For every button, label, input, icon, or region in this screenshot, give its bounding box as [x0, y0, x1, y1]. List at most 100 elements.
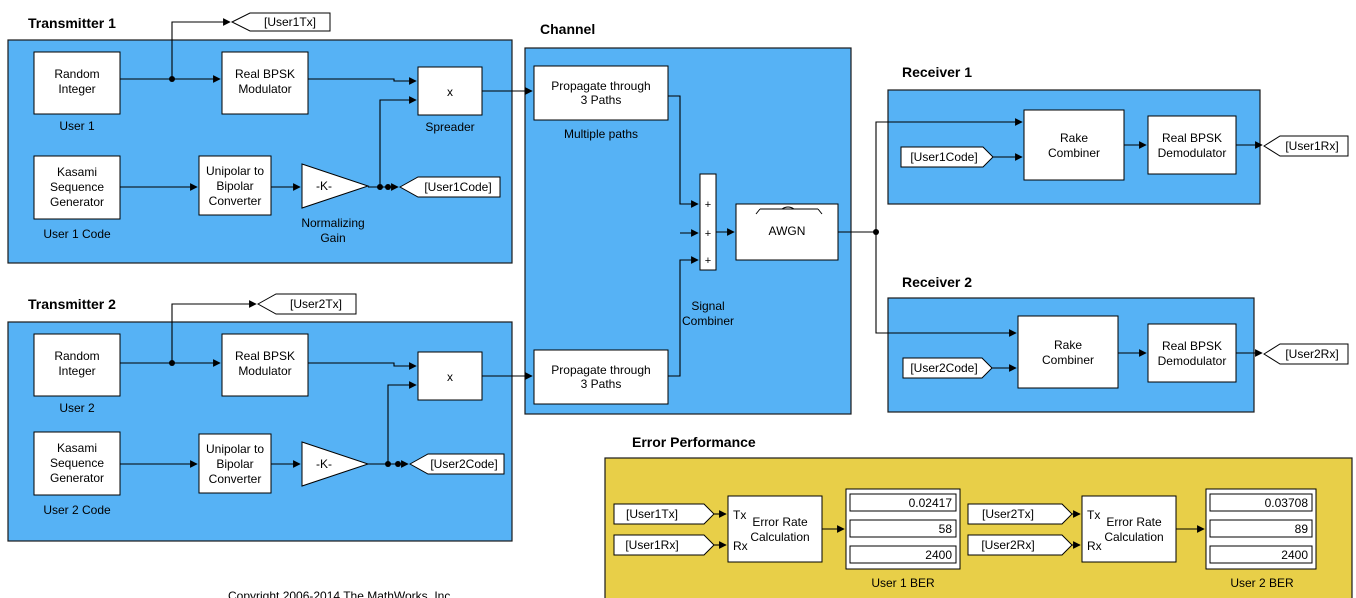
tx2-kasami-block[interactable]: Kasami Sequence Generator [33, 431, 121, 496]
tx1-modulator-block[interactable]: Real BPSK Modulator [221, 51, 309, 115]
tx2-kasami-line3: Generator [50, 471, 104, 485]
channel-wires [668, 95, 1023, 377]
rx1-demod-line2: Demodulator [1158, 146, 1227, 160]
rx2-rake-line2: Combiner [1042, 353, 1094, 367]
combiner-label-line1: Signal [691, 299, 724, 313]
channel-title: Channel [540, 21, 595, 37]
tx2-gain-value: -K- [316, 457, 332, 471]
tx2-random-integer-block[interactable]: Random Integer [33, 333, 121, 397]
err-u2-bits-value: 2400 [1281, 548, 1308, 562]
rx2-wires [992, 349, 1263, 372]
err-u2-calc-block[interactable]: Tx Rx Error Rate Calculation [1081, 495, 1177, 563]
err-u2-from-rx-tag[interactable]: [User2Rx] [967, 534, 1073, 556]
tx2-spreader-block[interactable]: x [417, 351, 483, 401]
tx2-converter-line3: Converter [209, 472, 262, 486]
rx2-demod-line1: Real BPSK [1162, 339, 1222, 353]
tx2-modulator-block[interactable]: Real BPSK Modulator [221, 333, 309, 397]
err-u1-calc-line1: Error Rate [752, 515, 808, 529]
tx1-converter-block[interactable]: Unipolar to Bipolar Converter [198, 155, 272, 216]
rx2-goto-rx-text: [User2Rx] [1285, 347, 1338, 361]
awgn-block[interactable]: AWGN [735, 203, 839, 261]
rx2-rake-block[interactable]: Rake Combiner [1017, 315, 1119, 389]
tx1-converter-line3: Converter [209, 194, 262, 208]
channel-path2-block[interactable]: Propagate through 3 Paths [533, 349, 669, 405]
tx1-gain-value: -K- [316, 179, 332, 193]
tx2-gain-block[interactable]: -K- [301, 441, 370, 487]
err-u1-from-tx-text: [User1Tx] [626, 507, 678, 521]
err-u2-from-tx-tag[interactable]: [User2Tx] [967, 503, 1073, 525]
err-u1-tx-port: Tx [733, 508, 746, 522]
err-u1-label: User 1 BER [871, 576, 935, 590]
rx1-from-code-tag[interactable]: [User1Code] [900, 146, 994, 168]
err-u2-rx-port: Rx [1087, 539, 1102, 553]
tx2-converter-block[interactable]: Unipolar to Bipolar Converter [198, 433, 272, 494]
channel-path2-line1: Propagate through [551, 363, 650, 377]
err-u2-display-block[interactable]: 0.03708 89 2400 [1205, 488, 1317, 570]
tx1-random-integer-line2: Integer [58, 82, 95, 96]
signal-combiner-block[interactable]: + + + [699, 173, 717, 271]
combiner-plus-3: + [705, 255, 711, 267]
tx1-random-integer-line1: Random [54, 67, 99, 81]
tx2-goto-tx-tag[interactable]: [User2Tx] [256, 293, 357, 315]
rx1-goto-rx-tag[interactable]: [User1Rx] [1263, 135, 1349, 157]
err-u2-errors-value: 89 [1295, 522, 1309, 536]
rx1-wires [993, 141, 1263, 161]
tx1-converter-line1: Unipolar to [206, 164, 264, 178]
tx1-random-integer-label: User 1 [59, 119, 95, 133]
err-u1-from-tx-tag[interactable]: [User1Tx] [613, 503, 715, 525]
rx2-from-code-tag[interactable]: [User2Code] [902, 357, 993, 379]
channel-path1-line1: Propagate through [551, 79, 650, 93]
tx1-goto-tx-tag[interactable]: [User1Tx] [230, 12, 331, 32]
tx1-modulator-line2: Modulator [238, 82, 291, 96]
tx1-goto-code-tag[interactable]: [User1Code] [398, 176, 501, 198]
tx2-goto-code-text: [User2Code] [430, 457, 497, 471]
err-u2-label: User 2 BER [1230, 576, 1294, 590]
tx1-kasami-line2: Sequence [50, 180, 104, 194]
rx1-goto-rx-text: [User1Rx] [1285, 139, 1338, 153]
awgn-label: AWGN [769, 224, 806, 238]
tx1-converter-line2: Bipolar [216, 179, 253, 193]
err-u1-from-rx-tag[interactable]: [User1Rx] [613, 534, 715, 556]
err-u1-calc-block[interactable]: Tx Rx Error Rate Calculation [727, 495, 823, 563]
tx2-kasami-label: User 2 Code [43, 503, 111, 517]
err-u1-calc-line2: Calculation [750, 530, 809, 544]
channel-path2-line2: 3 Paths [581, 377, 622, 391]
tx1-gain-label-line2: Gain [320, 231, 345, 245]
rx1-rake-line1: Rake [1060, 131, 1088, 145]
tx1-kasami-line3: Generator [50, 195, 104, 209]
tx1-goto-tx-text: [User1Tx] [264, 15, 316, 29]
tx2-wires [120, 300, 533, 468]
tx1-spreader-label: Spreader [425, 120, 474, 134]
rx2-from-code-text: [User2Code] [910, 361, 977, 375]
tx2-random-integer-label: User 2 [59, 401, 95, 415]
error-wires [714, 510, 1205, 549]
rx1-from-code-text: [User1Code] [910, 150, 977, 164]
tx2-kasami-line1: Kasami [57, 441, 97, 455]
channel-path1-label: Multiple paths [564, 127, 638, 141]
tx2-random-integer-line2: Integer [58, 364, 95, 378]
rx2-goto-rx-tag[interactable]: [User2Rx] [1263, 343, 1349, 365]
err-u1-errors-value: 58 [939, 522, 953, 536]
rx1-rake-block[interactable]: Rake Combiner [1023, 109, 1125, 181]
receiver-1-title: Receiver 1 [902, 64, 972, 80]
tx2-converter-line2: Bipolar [216, 457, 253, 471]
tx2-goto-code-tag[interactable]: [User2Code] [408, 453, 505, 475]
tx1-kasami-line1: Kasami [57, 165, 97, 179]
err-u2-from-tx-text: [User2Tx] [982, 507, 1034, 521]
tx1-random-integer-block[interactable]: Random Integer [33, 51, 121, 115]
tx1-spreader-block[interactable]: x [417, 66, 483, 116]
rx1-demod-block[interactable]: Real BPSK Demodulator [1147, 115, 1237, 175]
tx1-gain-block[interactable]: -K- [301, 163, 370, 209]
tx2-goto-tx-text: [User2Tx] [290, 297, 342, 311]
tx2-converter-line1: Unipolar to [206, 442, 264, 456]
channel-path1-block[interactable]: Propagate through 3 Paths [533, 65, 669, 121]
err-u1-display-block[interactable]: 0.02417 58 2400 [845, 488, 961, 570]
combiner-label-line2: Combiner [682, 314, 734, 328]
tx1-kasami-block[interactable]: Kasami Sequence Generator [33, 155, 121, 220]
rx2-demod-block[interactable]: Real BPSK Demodulator [1147, 323, 1237, 383]
err-u1-rx-port: Rx [733, 539, 748, 553]
transmitter-2-title: Transmitter 2 [28, 296, 116, 312]
tx1-gain-label-line1: Normalizing [301, 216, 364, 230]
tx1-wires [120, 18, 533, 191]
